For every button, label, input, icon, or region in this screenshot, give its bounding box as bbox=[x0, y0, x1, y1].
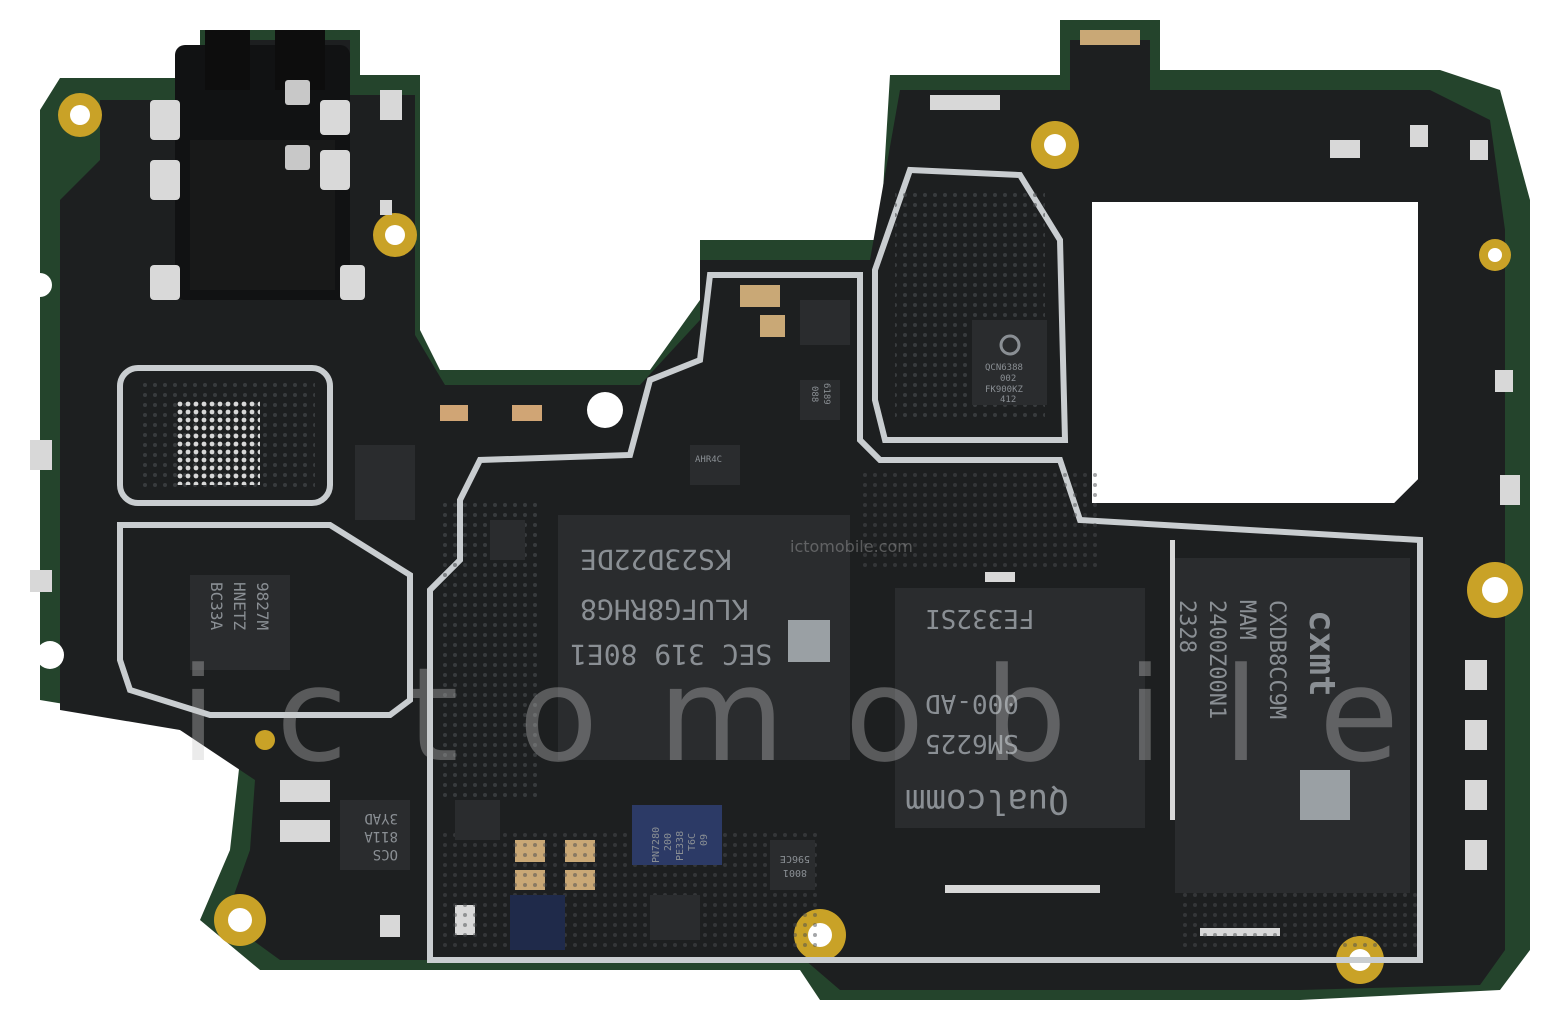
memory-chip-line1: KS23D22DE bbox=[580, 543, 732, 576]
memory-chip-line3: SEC 319 80E1 bbox=[570, 638, 772, 671]
small-chip-8001: 8001 596CE bbox=[770, 840, 815, 890]
small-chip-ocs-line3: 3YAD bbox=[364, 810, 398, 826]
wifi-chip-line3: FK900KZ bbox=[985, 385, 1024, 395]
small-chip-ocs: OCS 811A 3YAD bbox=[340, 800, 410, 870]
dram-chip-line3: 2400Z00N1 bbox=[1204, 600, 1229, 719]
dram-chip-brand: cxmt bbox=[1301, 610, 1342, 697]
small-chip-ahr: AHR4C bbox=[690, 445, 740, 485]
memory-chip-line2: KLUFG8RHG8 bbox=[580, 593, 749, 626]
wifi-chip: QCN6388 002 FK900KZ 412 bbox=[972, 320, 1047, 405]
small-chip bbox=[800, 300, 850, 345]
small-chip-ocs-line1: OCS bbox=[373, 846, 398, 862]
pmic-chip: 9827M HNETZ BC33A bbox=[190, 575, 290, 670]
shield-frames bbox=[117, 166, 1423, 963]
watermark-text: ictomobile bbox=[180, 639, 1459, 791]
small-chip bbox=[355, 445, 415, 520]
dram-chip-line4: 2328 bbox=[1174, 600, 1199, 653]
small-chip-6189-line2: 088 bbox=[809, 386, 819, 402]
watermark-url: ictomobile.com bbox=[790, 537, 913, 556]
soc-chip-line3: SM6225 bbox=[925, 728, 1019, 758]
soc-chip-brand: Qualcomm bbox=[905, 781, 1069, 821]
nfc-chip: PN7280 200 PE338 T6C 09 bbox=[632, 805, 722, 865]
memory-chip: KS23D22DE KLUFG8RHG8 SEC 319 80E1 bbox=[558, 515, 850, 760]
bga-pads bbox=[175, 400, 260, 485]
wifi-chip-line2: 002 bbox=[1000, 374, 1016, 384]
small-chip-ahr-line1: AHR4C bbox=[695, 455, 722, 465]
qr-code-icon bbox=[788, 620, 830, 662]
small-chip-6189: 6189 088 bbox=[800, 380, 840, 420]
wifi-chip-line4: 412 bbox=[1000, 395, 1016, 405]
wifi-chip-line1: QCN6388 bbox=[985, 363, 1023, 373]
dram-chip-line2: MAM bbox=[1234, 600, 1259, 640]
small-chip-6189-line1: 6189 bbox=[821, 383, 831, 405]
pmic-chip-line2: HNETZ bbox=[230, 582, 249, 631]
small-chip bbox=[455, 800, 500, 840]
pmic-chip-line3: BC33A bbox=[207, 582, 226, 631]
soc-chip: FE332SI 000-AD SM6225 Qualcomm bbox=[895, 588, 1145, 828]
small-chip bbox=[650, 895, 700, 940]
nfc-chip-line4: T6C bbox=[687, 833, 698, 851]
qr-code-icon bbox=[1300, 770, 1350, 820]
nfc-chip-line5: 09 bbox=[699, 834, 710, 846]
nfc-chip-line2: 200 bbox=[663, 833, 674, 851]
small-chip-8001-line2: 596CE bbox=[780, 853, 810, 864]
soc-chip-line2: 000-AD bbox=[925, 688, 1019, 718]
small-chip-8001-line1: 8001 bbox=[783, 867, 807, 878]
small-chip-ocs-line2: 811A bbox=[364, 828, 398, 844]
small-chip bbox=[510, 895, 565, 950]
dram-chip-line1: CXDB8CC9M bbox=[1264, 600, 1289, 719]
pmic-chip-line1: 9827M bbox=[253, 582, 272, 630]
dram-chip: cxmt CXDB8CC9M MAM 2400Z00N1 2328 bbox=[1174, 558, 1410, 893]
headphone-jack bbox=[150, 30, 365, 300]
nfc-chip-line3: PE338 bbox=[675, 831, 686, 861]
small-chip bbox=[490, 520, 525, 560]
nfc-chip-line1: PN7280 bbox=[651, 827, 662, 863]
soc-chip-line1: FE332SI bbox=[925, 603, 1035, 633]
